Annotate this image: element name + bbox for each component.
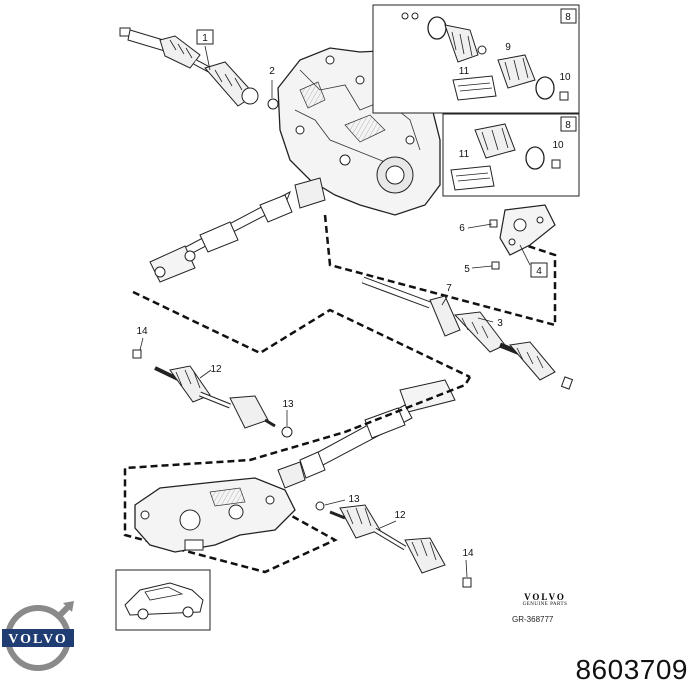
callout-5: 5 bbox=[464, 264, 470, 275]
dashed-frame-upper bbox=[132, 214, 557, 379]
callout-box-8-upper: 8 bbox=[560, 8, 577, 24]
callout-14-right: 14 bbox=[462, 548, 474, 559]
part-number: 8603709 bbox=[575, 654, 688, 685]
volvo-logo: VOLVO bbox=[2, 601, 74, 671]
callout-12-right: 12 bbox=[394, 510, 406, 521]
callout-11-upper: 11 bbox=[459, 66, 470, 77]
callout-box-8-lower: 8 bbox=[560, 116, 577, 132]
rear-propeller-shaft bbox=[277, 379, 456, 489]
callout-11-lower: 11 bbox=[459, 149, 470, 160]
leader-lines bbox=[139, 45, 531, 578]
right-rear-driveshaft bbox=[315, 501, 472, 588]
callout-14-left: 14 bbox=[136, 326, 148, 337]
callout-1: 1 bbox=[202, 33, 208, 44]
logo-wordmark: VOLVO bbox=[8, 632, 68, 647]
callout-box-4: 4 bbox=[530, 262, 548, 278]
vehicle-location-thumbnail bbox=[115, 569, 211, 631]
diagram-reference-code: GR-368777 bbox=[512, 615, 554, 624]
callout-13-right: 13 bbox=[348, 494, 360, 505]
propeller-shaft bbox=[149, 177, 326, 283]
callout-12-left: 12 bbox=[210, 364, 222, 375]
callout-6: 6 bbox=[459, 223, 465, 234]
callout-9: 9 bbox=[505, 42, 511, 53]
detail-box-upper bbox=[372, 4, 580, 114]
callout-2: 2 bbox=[269, 66, 275, 77]
callout-3: 3 bbox=[497, 318, 503, 329]
callout-8-lower: 8 bbox=[565, 120, 571, 131]
callout-4: 4 bbox=[536, 266, 542, 277]
right-front-driveshaft bbox=[361, 276, 574, 390]
callout-box-1: 1 bbox=[196, 29, 214, 45]
left-front-driveshaft bbox=[119, 27, 279, 110]
callout-13-left: 13 bbox=[282, 399, 294, 410]
detail-box-lower bbox=[442, 113, 580, 197]
genuine-parts-word: VOLVO bbox=[524, 592, 566, 602]
genuine-parts-mark: VOLVO GENUINE PARTS bbox=[515, 592, 575, 607]
genuine-parts-subtitle: GENUINE PARTS bbox=[522, 602, 568, 607]
callout-7: 7 bbox=[446, 283, 452, 294]
rear-differential bbox=[134, 477, 296, 553]
callout-10-upper: 10 bbox=[559, 72, 571, 83]
callout-10-lower: 10 bbox=[552, 140, 564, 151]
left-rear-driveshaft bbox=[132, 349, 293, 438]
support-bracket bbox=[489, 204, 556, 270]
callout-8-upper: 8 bbox=[565, 12, 571, 23]
